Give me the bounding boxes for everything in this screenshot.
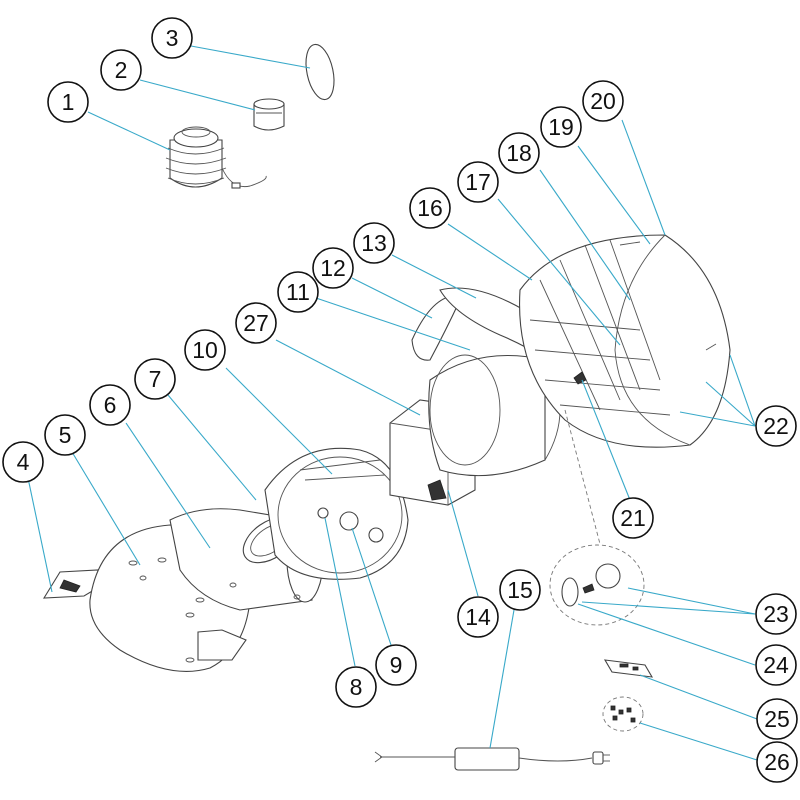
callout-23: 23 (755, 593, 797, 635)
svg-text:9: 9 (390, 652, 403, 678)
leader-21 (581, 379, 631, 501)
detail-bubble (549, 409, 645, 626)
part-3-lens (305, 43, 335, 101)
svg-text:4: 4 (17, 449, 30, 475)
leader-7 (167, 394, 257, 501)
leader-20 (621, 119, 666, 236)
callout-3: 3 (151, 17, 193, 59)
callout-12: 12 (312, 247, 354, 289)
leader-14 (447, 489, 479, 597)
svg-text:13: 13 (361, 230, 387, 256)
svg-text:15: 15 (507, 577, 533, 603)
svg-text:6: 6 (104, 392, 117, 418)
part-21-latch (573, 371, 587, 385)
callout-17: 17 (457, 161, 499, 203)
svg-text:18: 18 (506, 140, 532, 166)
leader-2 (139, 79, 256, 111)
callout-24: 24 (755, 644, 797, 686)
svg-text:3: 3 (166, 25, 179, 51)
callout-1: 1 (47, 81, 89, 123)
callouts: 1 2 3 4 5 6 7 8 9 10 11 12 13 14 15 16 1… (2, 17, 798, 783)
callout-20: 20 (582, 80, 624, 122)
svg-text:10: 10 (192, 337, 218, 363)
svg-text:25: 25 (764, 706, 790, 732)
leader-22a (729, 354, 756, 427)
leader-25 (639, 674, 758, 720)
leader-22c (679, 411, 756, 427)
svg-text:21: 21 (620, 505, 646, 531)
svg-text:20: 20 (590, 88, 616, 114)
svg-text:27: 27 (243, 310, 269, 336)
svg-text:24: 24 (763, 652, 789, 678)
svg-text:19: 19 (548, 114, 574, 140)
callout-25: 25 (756, 698, 798, 740)
leader-18 (539, 169, 631, 301)
callout-5: 5 (44, 414, 86, 456)
leader-4 (27, 477, 53, 593)
part-12-handle (411, 295, 461, 361)
svg-text:14: 14 (465, 604, 491, 630)
leader-23b (581, 601, 756, 615)
leader-10 (225, 367, 333, 475)
leader-19 (577, 145, 651, 245)
callout-9: 9 (375, 644, 417, 686)
part-9-plug (339, 511, 384, 543)
callout-7: 7 (134, 358, 176, 400)
callout-2: 2 (100, 49, 142, 91)
part-26-small-parts (602, 696, 644, 732)
callout-14: 14 (457, 596, 499, 638)
svg-text:22: 22 (763, 413, 789, 439)
callout-19: 19 (540, 106, 582, 148)
svg-text:17: 17 (465, 169, 491, 195)
leader-13 (391, 254, 477, 299)
callout-18: 18 (498, 132, 540, 174)
leader-23a (627, 587, 756, 615)
callout-15: 15 (499, 569, 541, 611)
leader-lines (27, 45, 758, 761)
part-2-cap (253, 98, 285, 131)
leader-26 (639, 722, 758, 761)
svg-text:16: 16 (417, 195, 443, 221)
part-1-bellows (165, 126, 267, 189)
leader-5 (71, 451, 141, 566)
callout-27: 27 (235, 302, 277, 344)
svg-text:8: 8 (350, 674, 363, 700)
callout-22: 22 (755, 405, 797, 447)
leader-16 (447, 223, 533, 281)
callout-8: 8 (335, 666, 377, 708)
callout-26: 26 (756, 741, 798, 783)
svg-text:1: 1 (62, 89, 75, 115)
svg-text:2: 2 (115, 57, 128, 83)
svg-text:12: 12 (320, 255, 346, 281)
leader-12 (351, 277, 433, 319)
part-25-circuit-board (603, 659, 654, 678)
leader-27 (275, 339, 421, 416)
svg-text:26: 26 (764, 749, 790, 775)
leader-15 (489, 609, 515, 749)
part-10-motor-housing (264, 447, 409, 580)
leader-11 (315, 297, 471, 351)
leader-24 (577, 603, 756, 666)
callout-4: 4 (2, 441, 44, 483)
part-8-screw (317, 507, 329, 519)
callout-21: 21 (612, 497, 654, 539)
leader-22b (705, 381, 756, 427)
part-15-charger (374, 747, 610, 771)
leader-8 (324, 517, 356, 667)
svg-text:11: 11 (286, 279, 310, 305)
svg-text:23: 23 (763, 601, 789, 627)
leader-6 (125, 422, 211, 549)
svg-text:5: 5 (59, 422, 72, 448)
callout-11: 11 (277, 271, 319, 313)
leader-1 (87, 111, 171, 151)
callout-6: 6 (89, 384, 131, 426)
leader-3 (190, 45, 311, 69)
callout-13: 13 (353, 222, 395, 264)
svg-text:7: 7 (149, 366, 162, 392)
leader-17 (497, 198, 621, 346)
callout-10: 10 (184, 329, 226, 371)
leader-9 (351, 527, 393, 649)
callout-16: 16 (409, 187, 451, 229)
